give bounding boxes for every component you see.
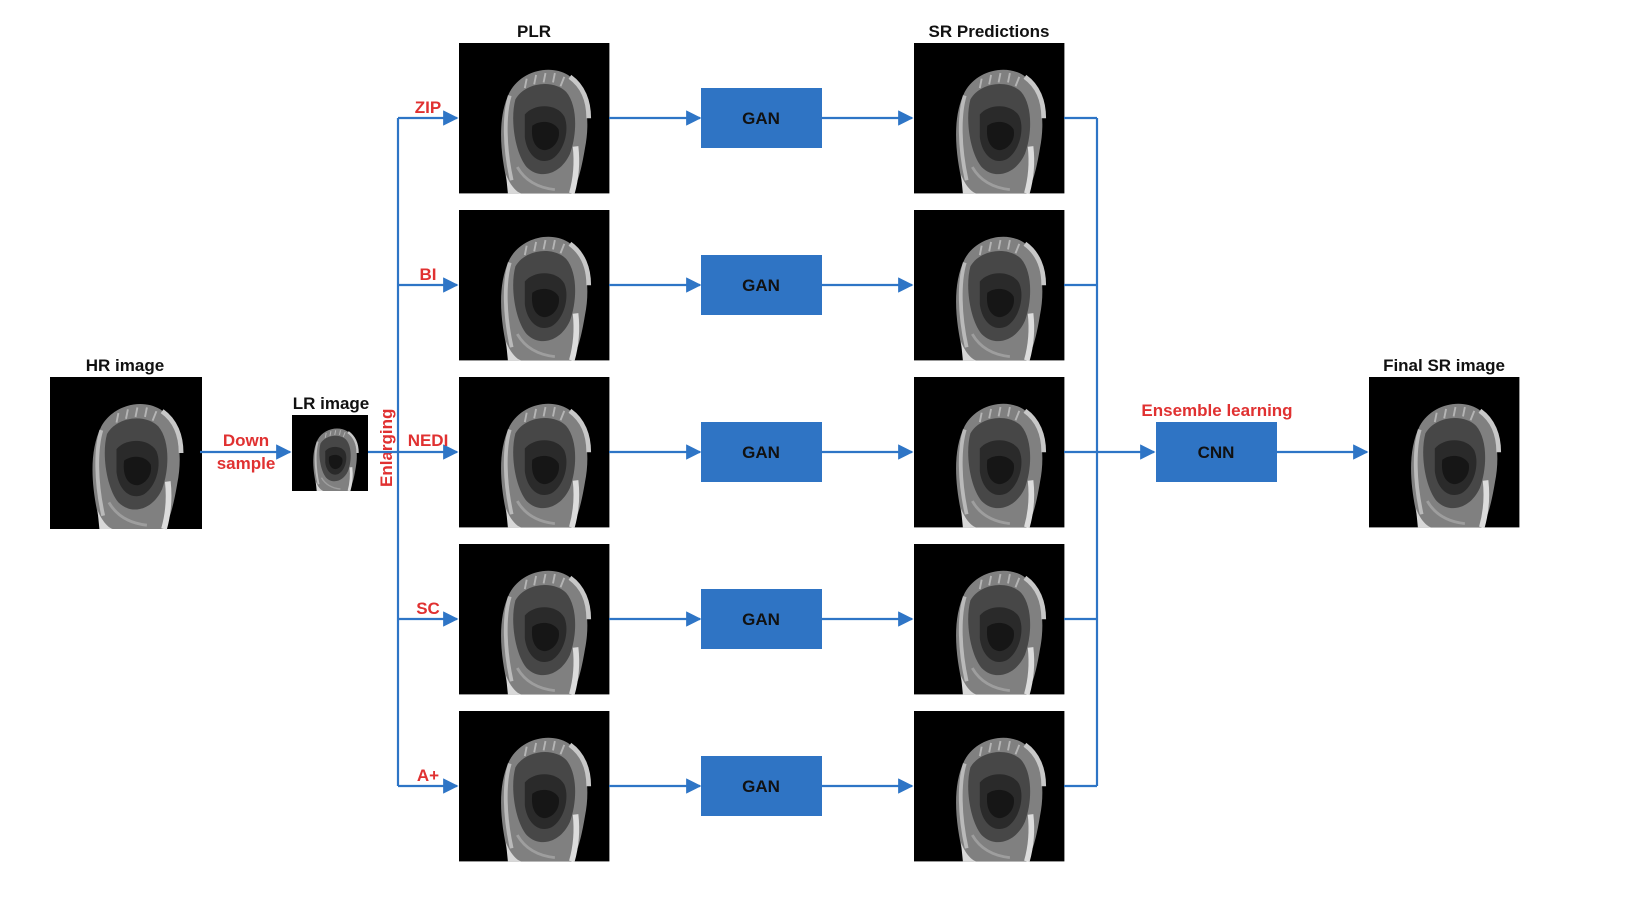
hr-image: [50, 377, 202, 529]
lr-image-label: LR image: [293, 394, 370, 413]
cnn-box: [1156, 422, 1277, 482]
ensemble-learning-label: Ensemble learning: [1141, 401, 1292, 420]
method-label: BI: [420, 265, 437, 284]
gan-box: [701, 255, 822, 315]
method-row-zip: ZIP GAN: [398, 43, 1097, 193]
method-label: ZIP: [415, 98, 441, 117]
final-sr-image: [1369, 377, 1519, 527]
gan-box: [701, 422, 822, 482]
method-label: NEDI: [408, 431, 449, 450]
plr-title: PLR: [517, 22, 551, 41]
method-row-a-plus: A+ GAN: [398, 711, 1097, 861]
sr-prediction-image: [914, 377, 1064, 527]
plr-image: [459, 210, 609, 360]
method-row-bi: BI GAN: [398, 210, 1097, 360]
final-sr-image-label: Final SR image: [1383, 356, 1505, 375]
gan-label: GAN: [742, 109, 780, 128]
enlarging-label: Enlarging: [377, 409, 396, 487]
plr-image: [459, 377, 609, 527]
cnn-label: CNN: [1198, 443, 1235, 462]
method-row-nedi: NEDI GAN: [398, 377, 1097, 527]
hr-image-label: HR image: [86, 356, 164, 375]
method-label: SC: [416, 599, 440, 618]
down-sample-label-line1: Down: [223, 431, 269, 450]
gan-label: GAN: [742, 777, 780, 796]
method-label: A+: [417, 766, 439, 785]
plr-image: [459, 544, 609, 694]
gan-box: [701, 589, 822, 649]
gan-label: GAN: [742, 443, 780, 462]
gan-box: [701, 88, 822, 148]
down-sample-label-line2: sample: [217, 454, 276, 473]
lr-image: [290, 413, 370, 493]
sr-prediction-image: [914, 544, 1064, 694]
gan-label: GAN: [742, 276, 780, 295]
gan-box: [701, 756, 822, 816]
sr-prediction-image: [914, 43, 1064, 193]
plr-image: [459, 43, 609, 193]
sr-prediction-image: [914, 711, 1064, 861]
sr-predictions-title: SR Predictions: [929, 22, 1050, 41]
method-row-sc: SC GAN: [398, 544, 1097, 694]
plr-image: [459, 711, 609, 861]
gan-label: GAN: [742, 610, 780, 629]
sr-prediction-image: [914, 210, 1064, 360]
